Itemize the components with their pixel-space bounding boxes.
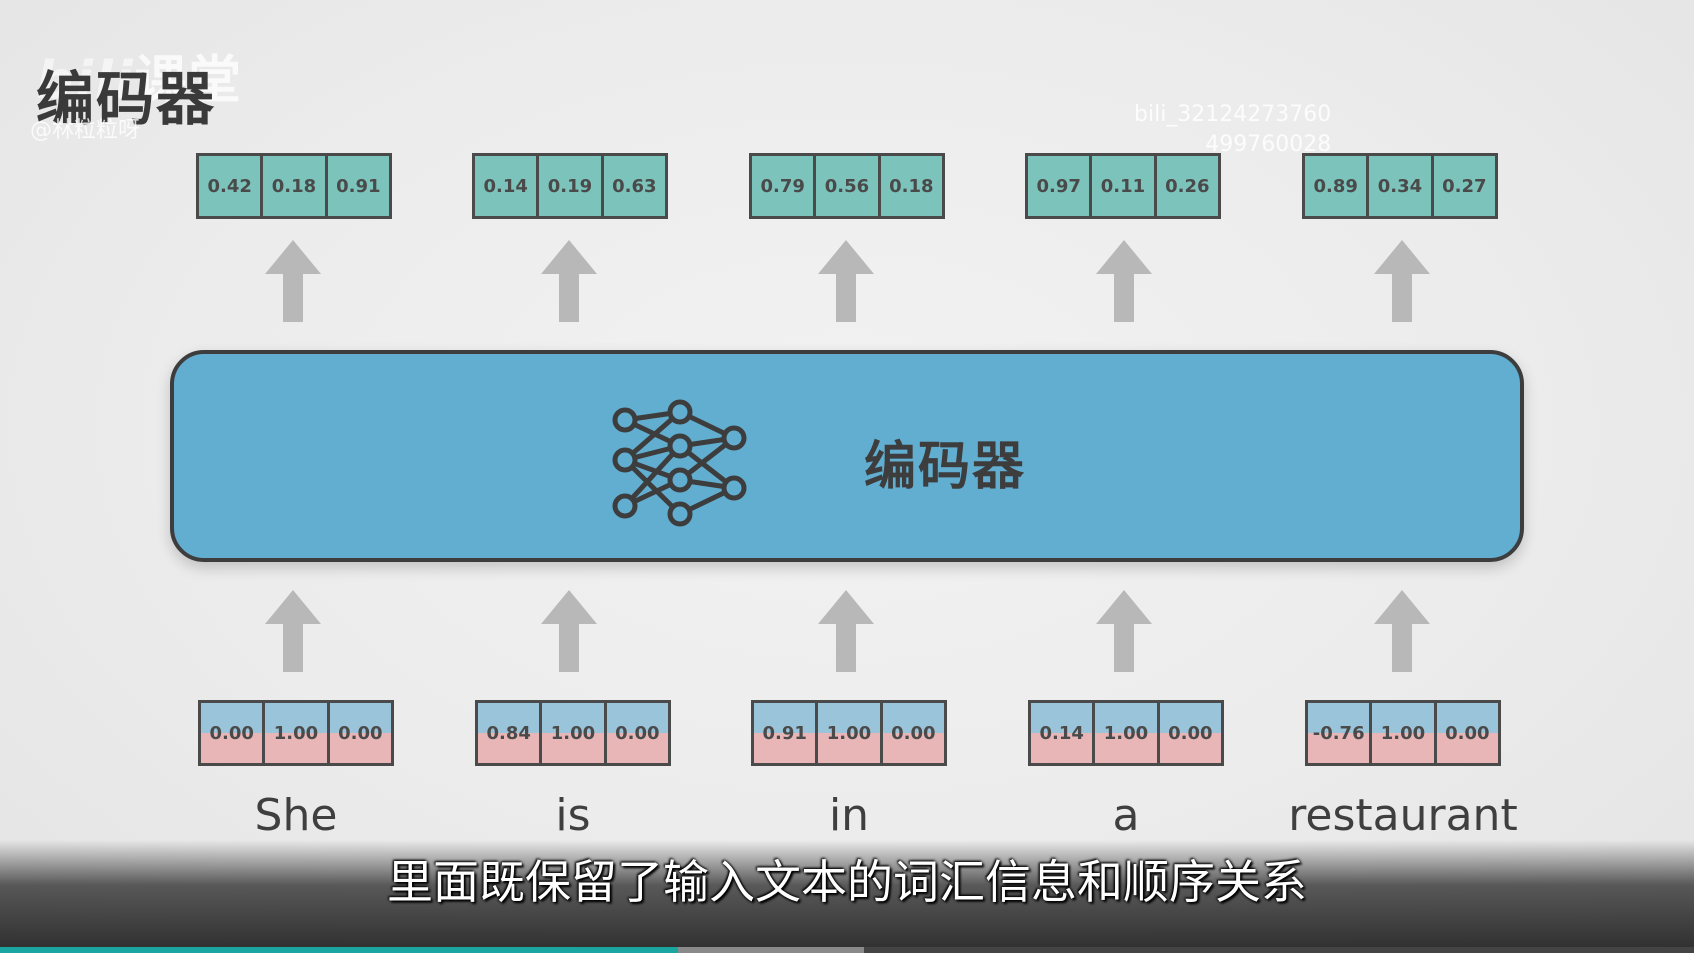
- encoder-block: 编码器: [170, 350, 1524, 562]
- vector-cell: 0.00: [329, 703, 391, 763]
- vector-cell: 0.19: [539, 156, 604, 216]
- arrow-up-icon: [1096, 240, 1152, 322]
- output-vector-0: 0.42 0.18 0.91: [196, 153, 392, 219]
- input-vector-0: 0.00 1.00 0.00: [198, 700, 394, 766]
- vector-cell: 0.11: [1092, 156, 1157, 216]
- watermark-bili-id-line1: bili_32124273760: [1134, 102, 1332, 127]
- vector-cell: 0.27: [1433, 156, 1495, 216]
- input-vector-1: 0.84 1.00 0.00: [475, 700, 671, 766]
- vector-cell: 1.00: [818, 703, 883, 763]
- watermark-logo-suffix: 课堂: [134, 51, 243, 111]
- vector-cell: 0.97: [1028, 156, 1093, 216]
- arrow-up-icon: [818, 590, 874, 672]
- progress-fill[interactable]: [0, 947, 678, 953]
- vector-cell: 0.18: [880, 156, 942, 216]
- arrow-up-icon: [1374, 590, 1430, 672]
- token-label: a: [1112, 790, 1140, 841]
- vector-cell: 0.89: [1305, 156, 1370, 216]
- vector-cell: 0.91: [327, 156, 389, 216]
- token-label: is: [555, 790, 591, 841]
- input-vector-4: -0.76 1.00 0.00: [1305, 700, 1501, 766]
- arrow-up-icon: [541, 240, 597, 322]
- arrow-up-icon: [818, 240, 874, 322]
- vector-cell: 0.63: [603, 156, 665, 216]
- vector-cell: 1.00: [542, 703, 607, 763]
- vector-cell: 0.14: [475, 156, 540, 216]
- vector-cell: 1.00: [265, 703, 330, 763]
- vector-cell: 0.84: [478, 703, 543, 763]
- token-label: restaurant: [1288, 790, 1518, 841]
- vector-cell: 0.79: [752, 156, 817, 216]
- arrow-up-icon: [1096, 590, 1152, 672]
- subtitle-band: [0, 840, 1694, 953]
- vector-cell: 0.26: [1156, 156, 1218, 216]
- subtitle-text: 里面既保留了输入文本的词汇信息和顺序关系: [387, 855, 1307, 909]
- neural-network-icon: [612, 399, 747, 527]
- vector-cell: 1.00: [1095, 703, 1160, 763]
- vector-cell: 0.00: [1159, 703, 1221, 763]
- vector-cell: 0.56: [816, 156, 881, 216]
- page-title: 编码器: [36, 65, 217, 133]
- vector-cell: 0.91: [754, 703, 819, 763]
- vector-cell: 0.00: [1436, 703, 1498, 763]
- vector-cell: 0.00: [882, 703, 944, 763]
- vector-cell: 0.00: [201, 703, 266, 763]
- watermark-handle: @林粒粒呀: [30, 118, 141, 143]
- arrow-up-icon: [1374, 240, 1430, 322]
- vector-cell: 1.00: [1372, 703, 1437, 763]
- arrow-up-icon: [265, 240, 321, 322]
- arrow-up-icon: [265, 590, 321, 672]
- token-label: in: [828, 790, 870, 841]
- input-vector-3: 0.14 1.00 0.00: [1028, 700, 1224, 766]
- watermark-logo-prefix: bili: [36, 51, 135, 111]
- encoder-label: 编码器: [864, 437, 1027, 497]
- output-vector-1: 0.14 0.19 0.63: [472, 153, 668, 219]
- watermark-bili-id: bili_32124273760 499760028: [1134, 100, 1331, 160]
- watermark-bili-id-line2: 499760028: [1205, 132, 1332, 157]
- output-vector-3: 0.97 0.11 0.26: [1025, 153, 1221, 219]
- vector-cell: 0.00: [606, 703, 668, 763]
- output-vector-4: 0.89 0.34 0.27: [1302, 153, 1498, 219]
- vector-cell: -0.76: [1308, 703, 1373, 763]
- arrow-up-icon: [541, 590, 597, 672]
- vector-cell: 0.14: [1031, 703, 1096, 763]
- vector-cell: 0.34: [1369, 156, 1434, 216]
- vector-cell: 0.42: [199, 156, 264, 216]
- vector-cell: 0.18: [263, 156, 328, 216]
- watermark-logo: bili课堂: [36, 38, 243, 113]
- output-vector-2: 0.79 0.56 0.18: [749, 153, 945, 219]
- token-label: She: [254, 790, 338, 841]
- input-vector-2: 0.91 1.00 0.00: [751, 700, 947, 766]
